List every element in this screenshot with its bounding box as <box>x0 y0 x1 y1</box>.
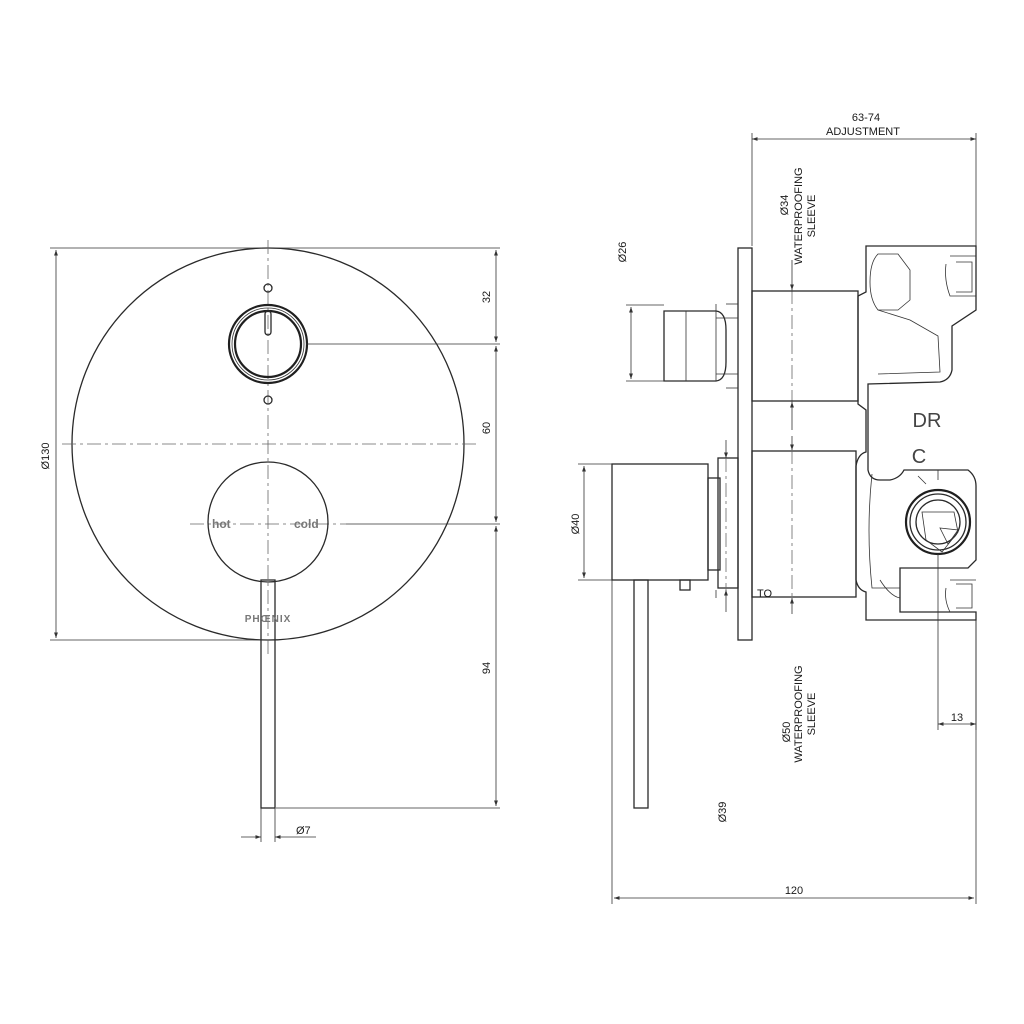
svg-text:SLEEVE: SLEEVE <box>806 195 818 238</box>
front-diameter-label: Ø130 <box>40 443 52 470</box>
svg-text:WATERPROOFING: WATERPROOFING <box>793 665 805 762</box>
hot-label: hot <box>212 517 231 531</box>
body-mark-c: C <box>912 446 926 468</box>
outlet-port <box>904 488 972 556</box>
dim-60: 60 <box>481 422 493 434</box>
svg-text:WATERPROOFING: WATERPROOFING <box>793 167 805 264</box>
mixer-handle <box>207 461 329 809</box>
cold-label: cold <box>294 517 319 531</box>
diverter-knob-side <box>663 290 859 402</box>
dim-120: 120 <box>785 885 803 897</box>
svg-text:SLEEVE: SLEEVE <box>806 693 818 736</box>
brand-label: PHŒNIX <box>245 614 292 625</box>
dim-40: Ø40 <box>570 514 582 535</box>
bottom-sleeve-label: Ø50 WATERPROOFING SLEEVE <box>781 665 818 762</box>
adjustment-range: 63-74 <box>852 112 880 124</box>
mixer-handle-side: TO <box>611 450 857 809</box>
svg-text:Ø34: Ø34 <box>779 195 791 216</box>
dim-32: 32 <box>481 291 493 303</box>
wall-plate <box>737 247 753 641</box>
dim-26: Ø26 <box>617 242 629 263</box>
body-mark-dr: DR <box>913 410 942 432</box>
svg-text:Ø50: Ø50 <box>781 722 793 743</box>
top-sleeve-label: Ø34 WATERPROOFING SLEEVE <box>779 167 818 264</box>
dim-39: Ø39 <box>717 802 729 823</box>
valve-body <box>855 245 977 621</box>
dim-94: 94 <box>481 662 493 674</box>
front-view: hot cold PHŒNIX Ø130 32 60 94 Ø7 <box>40 240 500 842</box>
adjustment-label: ADJUSTMENT <box>826 126 900 138</box>
side-view: 63-74 ADJUSTMENT Ø34 WATERPROOFING SLEEV… <box>570 112 977 904</box>
svg-text:TO: TO <box>757 588 773 600</box>
dim-13: 13 <box>951 712 963 724</box>
lever-diameter-label: Ø7 <box>296 825 311 837</box>
